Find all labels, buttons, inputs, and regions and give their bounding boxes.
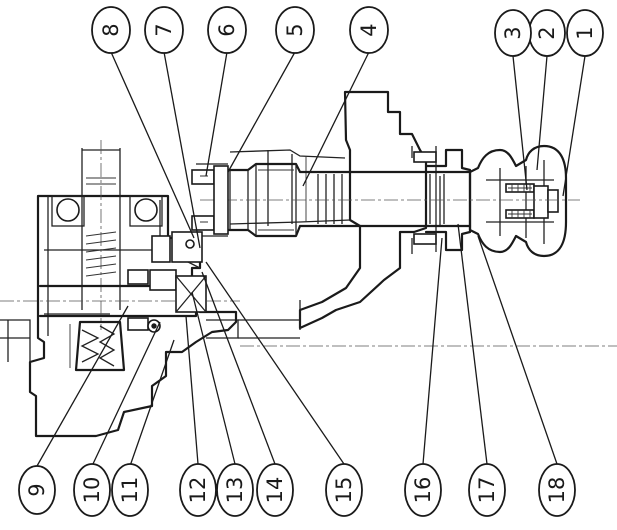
callout-label: 12 — [186, 477, 210, 504]
callout-5: 5 — [275, 6, 315, 54]
callout-10: 10 — [73, 463, 111, 517]
callout-label: 3 — [501, 26, 525, 39]
bearing-stack — [149, 231, 207, 313]
pulley-hub-hardware — [505, 183, 559, 219]
callout-label: 16 — [411, 477, 435, 504]
callout-16: 16 — [404, 463, 442, 517]
callout-18: 18 — [538, 463, 576, 517]
callout-label: 1 — [573, 26, 597, 39]
callout-label: 9 — [25, 483, 49, 496]
callout-label: 18 — [545, 477, 569, 504]
callout-label: 14 — [263, 477, 287, 504]
callout-15: 15 — [325, 463, 363, 517]
callout-13: 13 — [216, 463, 254, 517]
worm-gear — [69, 320, 126, 372]
callout-4: 4 — [349, 6, 389, 54]
callout-1: 1 — [566, 9, 604, 57]
callout-9: 9 — [18, 465, 56, 515]
main-shaft — [200, 162, 580, 238]
callout-17: 17 — [468, 463, 506, 517]
callout-11: 11 — [111, 463, 149, 517]
callout-3: 3 — [494, 9, 532, 57]
callout-label: 2 — [535, 26, 559, 39]
pump-housing — [206, 90, 428, 339]
callout-label: 11 — [118, 477, 142, 504]
callout-label: 7 — [152, 23, 176, 36]
callout-6: 6 — [207, 6, 247, 54]
callout-14: 14 — [256, 463, 294, 517]
callout-label: 15 — [332, 477, 356, 504]
callout-label: 10 — [80, 477, 104, 504]
callout-8: 8 — [91, 6, 131, 54]
callout-label: 5 — [283, 23, 307, 36]
callout-2: 2 — [528, 9, 566, 57]
callout-label: 8 — [99, 23, 123, 36]
worm-wheel-shaft — [51, 140, 163, 330]
callout-label: 13 — [223, 477, 247, 504]
flange-mount — [411, 146, 472, 254]
callout-label: 6 — [215, 23, 239, 36]
callout-12: 12 — [179, 463, 217, 517]
callout-label: 17 — [475, 477, 499, 504]
callout-label: 4 — [357, 23, 381, 36]
leader-lines — [36, 51, 586, 467]
callout-7: 7 — [144, 6, 184, 54]
